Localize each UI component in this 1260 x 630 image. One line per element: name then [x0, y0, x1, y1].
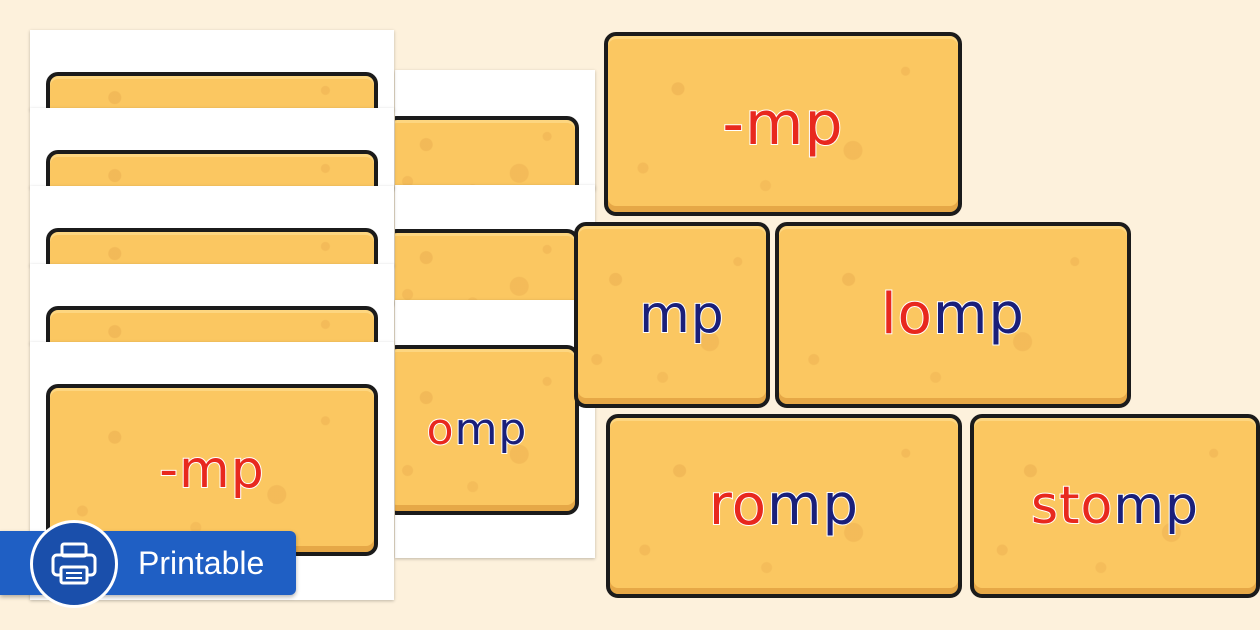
card-word-red: lo: [880, 282, 933, 347]
sheet-brick: [395, 116, 579, 190]
card-word-red: ro: [708, 473, 767, 538]
card-mp-partial: mp: [574, 222, 770, 408]
sheet-brick: [395, 229, 579, 305]
card-word-blue: mp: [932, 282, 1025, 347]
card-romp: romp: [606, 414, 962, 598]
card-lomp: lomp: [775, 222, 1131, 408]
card-word: stomp: [1030, 479, 1199, 533]
card-word-blue: mp: [638, 285, 725, 345]
printable-sheet-1: [30, 30, 394, 110]
sheet-brick-front: -mp: [46, 384, 378, 556]
sheet-front-word: -mp: [158, 440, 265, 500]
card-word-blue: mp: [766, 473, 860, 538]
printable-sheet-back-3: omp: [395, 300, 595, 558]
card-word-blue: mp: [1112, 476, 1199, 536]
sheet-brick: [46, 306, 378, 344]
printable-sheet-2: [30, 108, 394, 188]
sheet-brick: omp: [395, 345, 579, 515]
printable-sheet-back-2: [395, 185, 595, 305]
card-word: -mp: [721, 89, 844, 159]
printable-sheet-front: -mp: [30, 342, 394, 600]
card-word: lomp: [880, 286, 1025, 344]
printable-sheet-4: [30, 264, 394, 344]
printable-label: Printable: [138, 545, 265, 581]
card-word: romp: [708, 477, 859, 535]
sheet-brick: [46, 228, 378, 266]
card-word-red: sto: [1030, 476, 1114, 536]
printer-icon: [30, 520, 118, 608]
sheet-brick: [46, 72, 378, 110]
card-mp-top: -mp: [604, 32, 962, 216]
card-word: mp: [638, 288, 725, 342]
printable-sheet-back-1: [395, 70, 595, 190]
sheet-brick: [46, 150, 378, 188]
printable-sheet-3: [30, 186, 394, 266]
sheet-brick-word: omp: [426, 404, 528, 455]
card-stomp: stomp: [970, 414, 1260, 598]
